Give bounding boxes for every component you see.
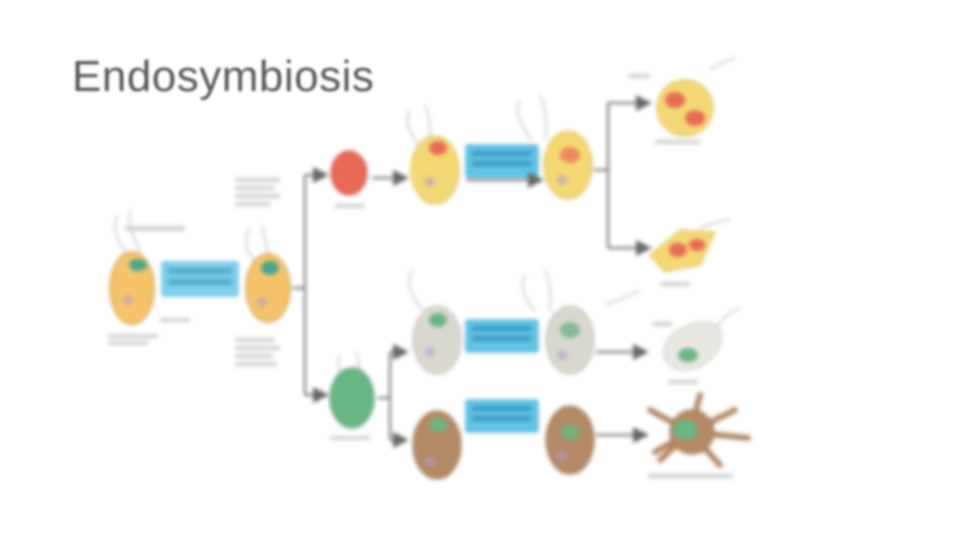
green-alga (329, 344, 409, 448)
secondary-host-green-1 (408, 269, 462, 375)
process-box-2 (465, 144, 544, 188)
process-box-4 (465, 399, 539, 433)
label-placeholder (125, 226, 185, 231)
branch-arrows-main (292, 167, 329, 403)
host-cell-with-cyanobacterium (108, 209, 190, 345)
primary-endosymbiont-cell (235, 178, 291, 366)
secondary-endosymbiont-green-2 (545, 405, 649, 475)
process-box-3 (465, 319, 539, 353)
branch-arrows-top (594, 95, 652, 256)
slide-title: Endosymbiosis (72, 52, 375, 101)
secondary-endosymbiont-red (516, 94, 593, 200)
apicomplexan (604, 219, 731, 305)
secondary-host-red (406, 104, 460, 205)
process-box-1 (161, 261, 239, 297)
euglenid (652, 307, 741, 384)
red-alga (330, 150, 409, 208)
dinoflagellate (628, 57, 736, 144)
secondary-endosymbiont-green-1 (521, 269, 649, 375)
chlorarachniophyte (647, 392, 751, 478)
secondary-host-green-2 (412, 410, 462, 480)
